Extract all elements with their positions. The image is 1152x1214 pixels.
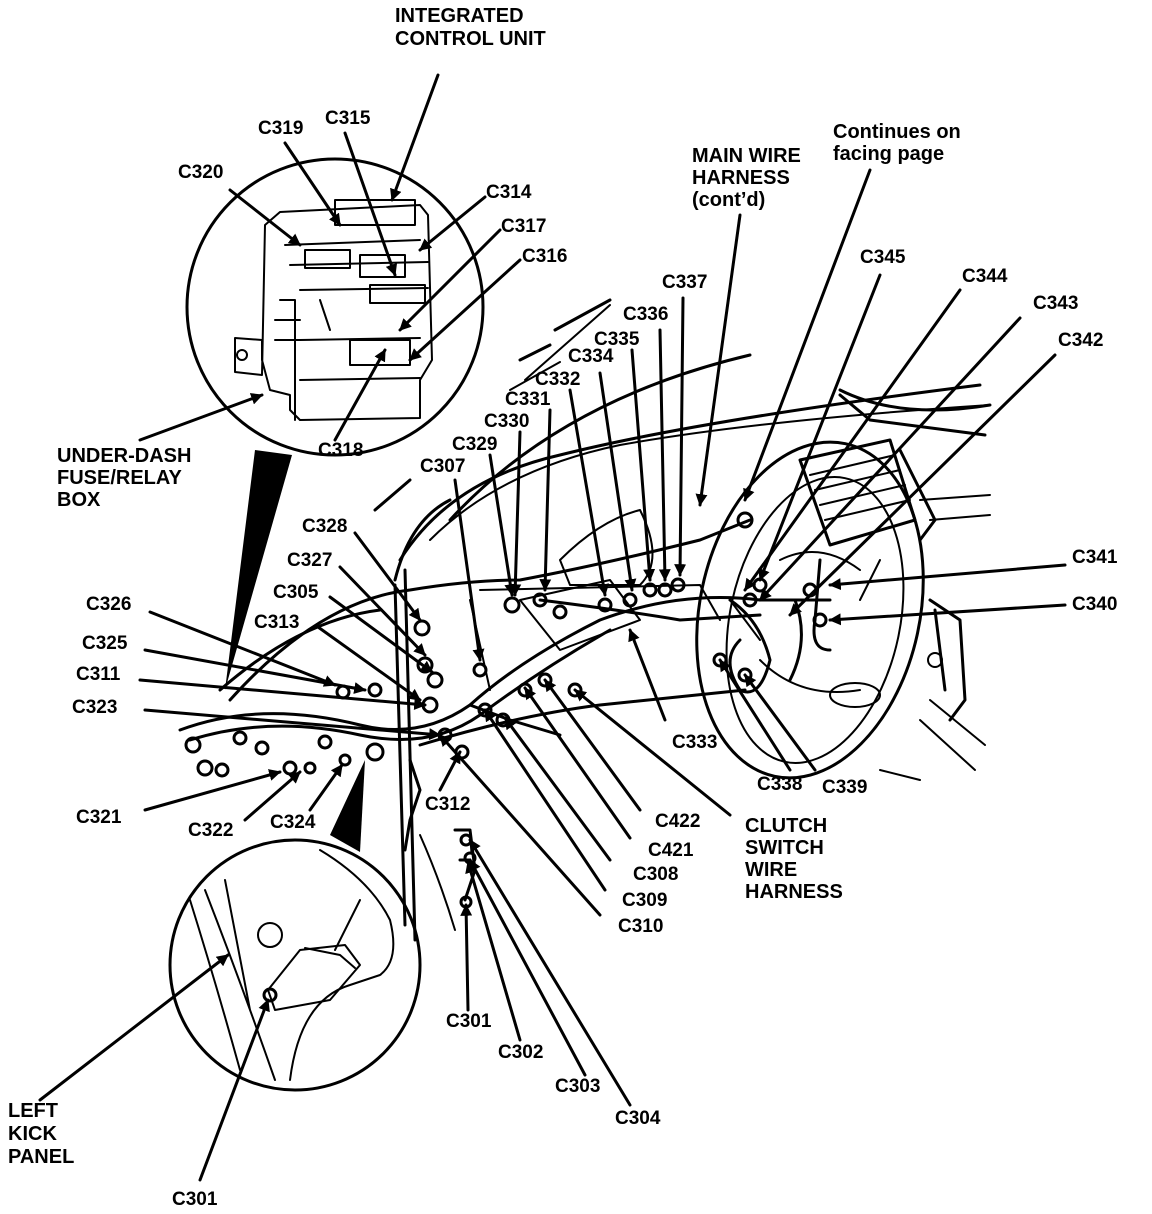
connector-c313: C313 <box>254 612 299 633</box>
connector-c311: C311 <box>76 664 121 685</box>
label-main-wire-harness-1: MAIN WIRE <box>692 145 801 167</box>
connector-c328: C328 <box>302 516 347 537</box>
connector-c335: C335 <box>594 329 640 350</box>
connector-c319: C319 <box>258 118 303 139</box>
connector-c323: C323 <box>72 697 117 718</box>
connector-c307: C307 <box>420 456 465 477</box>
fuse-relay-box-detail <box>185 157 485 690</box>
connector-c332: C332 <box>535 369 580 390</box>
label-integrated-control-unit-1: INTEGRATED <box>395 5 524 27</box>
connector-c325: C325 <box>82 633 128 654</box>
connector-c309: C309 <box>622 890 667 911</box>
connector-c310: C310 <box>618 916 663 937</box>
connector-c331: C331 <box>505 389 551 410</box>
connector-c321: C321 <box>76 807 122 828</box>
connector-c341: C341 <box>1072 547 1118 568</box>
connector-c301-main: C301 <box>446 1011 492 1032</box>
connector-c421: C421 <box>648 840 694 861</box>
label-clutch-switch-2: SWITCH <box>745 837 824 859</box>
connector-c344: C344 <box>962 266 1008 287</box>
label-left-kick-panel-2: KICK <box>8 1123 57 1145</box>
connector-c330: C330 <box>484 411 529 432</box>
label-clutch-switch-1: CLUTCH <box>745 815 827 837</box>
connector-c336: C336 <box>623 304 668 325</box>
label-main-wire-harness-3: (cont’d) <box>692 189 765 211</box>
connector-c304: C304 <box>615 1108 661 1129</box>
label-clutch-switch-4: HARNESS <box>745 881 843 903</box>
connector-c333: C333 <box>672 732 717 753</box>
leader-lines <box>38 73 1067 1182</box>
connector-c308: C308 <box>633 864 678 885</box>
callout-labels: INTEGRATED CONTROL UNIT MAIN WIRE HARNES… <box>8 5 961 1168</box>
label-integrated-control-unit-2: CONTROL UNIT <box>395 28 546 50</box>
connector-c301-kick-panel: C301 <box>172 1189 218 1210</box>
label-under-dash-3: BOX <box>57 489 101 511</box>
connector-c340: C340 <box>1072 594 1117 615</box>
connector-c316: C316 <box>522 246 567 267</box>
label-continues-1: Continues on <box>833 121 961 143</box>
label-under-dash-1: UNDER-DASH <box>57 445 191 467</box>
dashboard-outline <box>178 304 992 942</box>
label-left-kick-panel-1: LEFT <box>8 1100 58 1122</box>
label-main-wire-harness-2: HARNESS <box>692 167 790 189</box>
connector-c312: C312 <box>425 794 470 815</box>
connector-c338: C338 <box>757 774 802 795</box>
connector-c342: C342 <box>1058 330 1103 351</box>
connector-c302: C302 <box>498 1042 543 1063</box>
connector-c305: C305 <box>273 582 319 603</box>
connector-c329: C329 <box>452 434 497 455</box>
connector-c343: C343 <box>1033 293 1078 314</box>
connector-c320: C320 <box>178 162 223 183</box>
connector-c314: C314 <box>486 182 532 203</box>
connector-c303: C303 <box>555 1076 600 1097</box>
label-left-kick-panel-3: PANEL <box>8 1146 74 1168</box>
connector-c324: C324 <box>270 812 316 833</box>
connector-c327: C327 <box>287 550 332 571</box>
connector-c422: C422 <box>655 811 700 832</box>
connector-c317: C317 <box>501 216 546 237</box>
connector-labels: C315 C319 C320 C314 C317 C316 C318 C345 … <box>72 108 1118 1210</box>
label-continues-2: facing page <box>833 143 944 165</box>
label-under-dash-2: FUSE/RELAY <box>57 467 183 489</box>
connector-c334: C334 <box>568 346 614 367</box>
connector-c337: C337 <box>662 272 707 293</box>
connector-c318: C318 <box>318 440 363 461</box>
connector-c322: C322 <box>188 820 233 841</box>
connector-c345: C345 <box>860 247 906 268</box>
kick-panel-detail <box>168 760 422 1092</box>
label-clutch-switch-3: WIRE <box>745 859 797 881</box>
connector-c315: C315 <box>325 108 371 129</box>
connector-c326: C326 <box>86 594 131 615</box>
connector-c339: C339 <box>822 777 867 798</box>
